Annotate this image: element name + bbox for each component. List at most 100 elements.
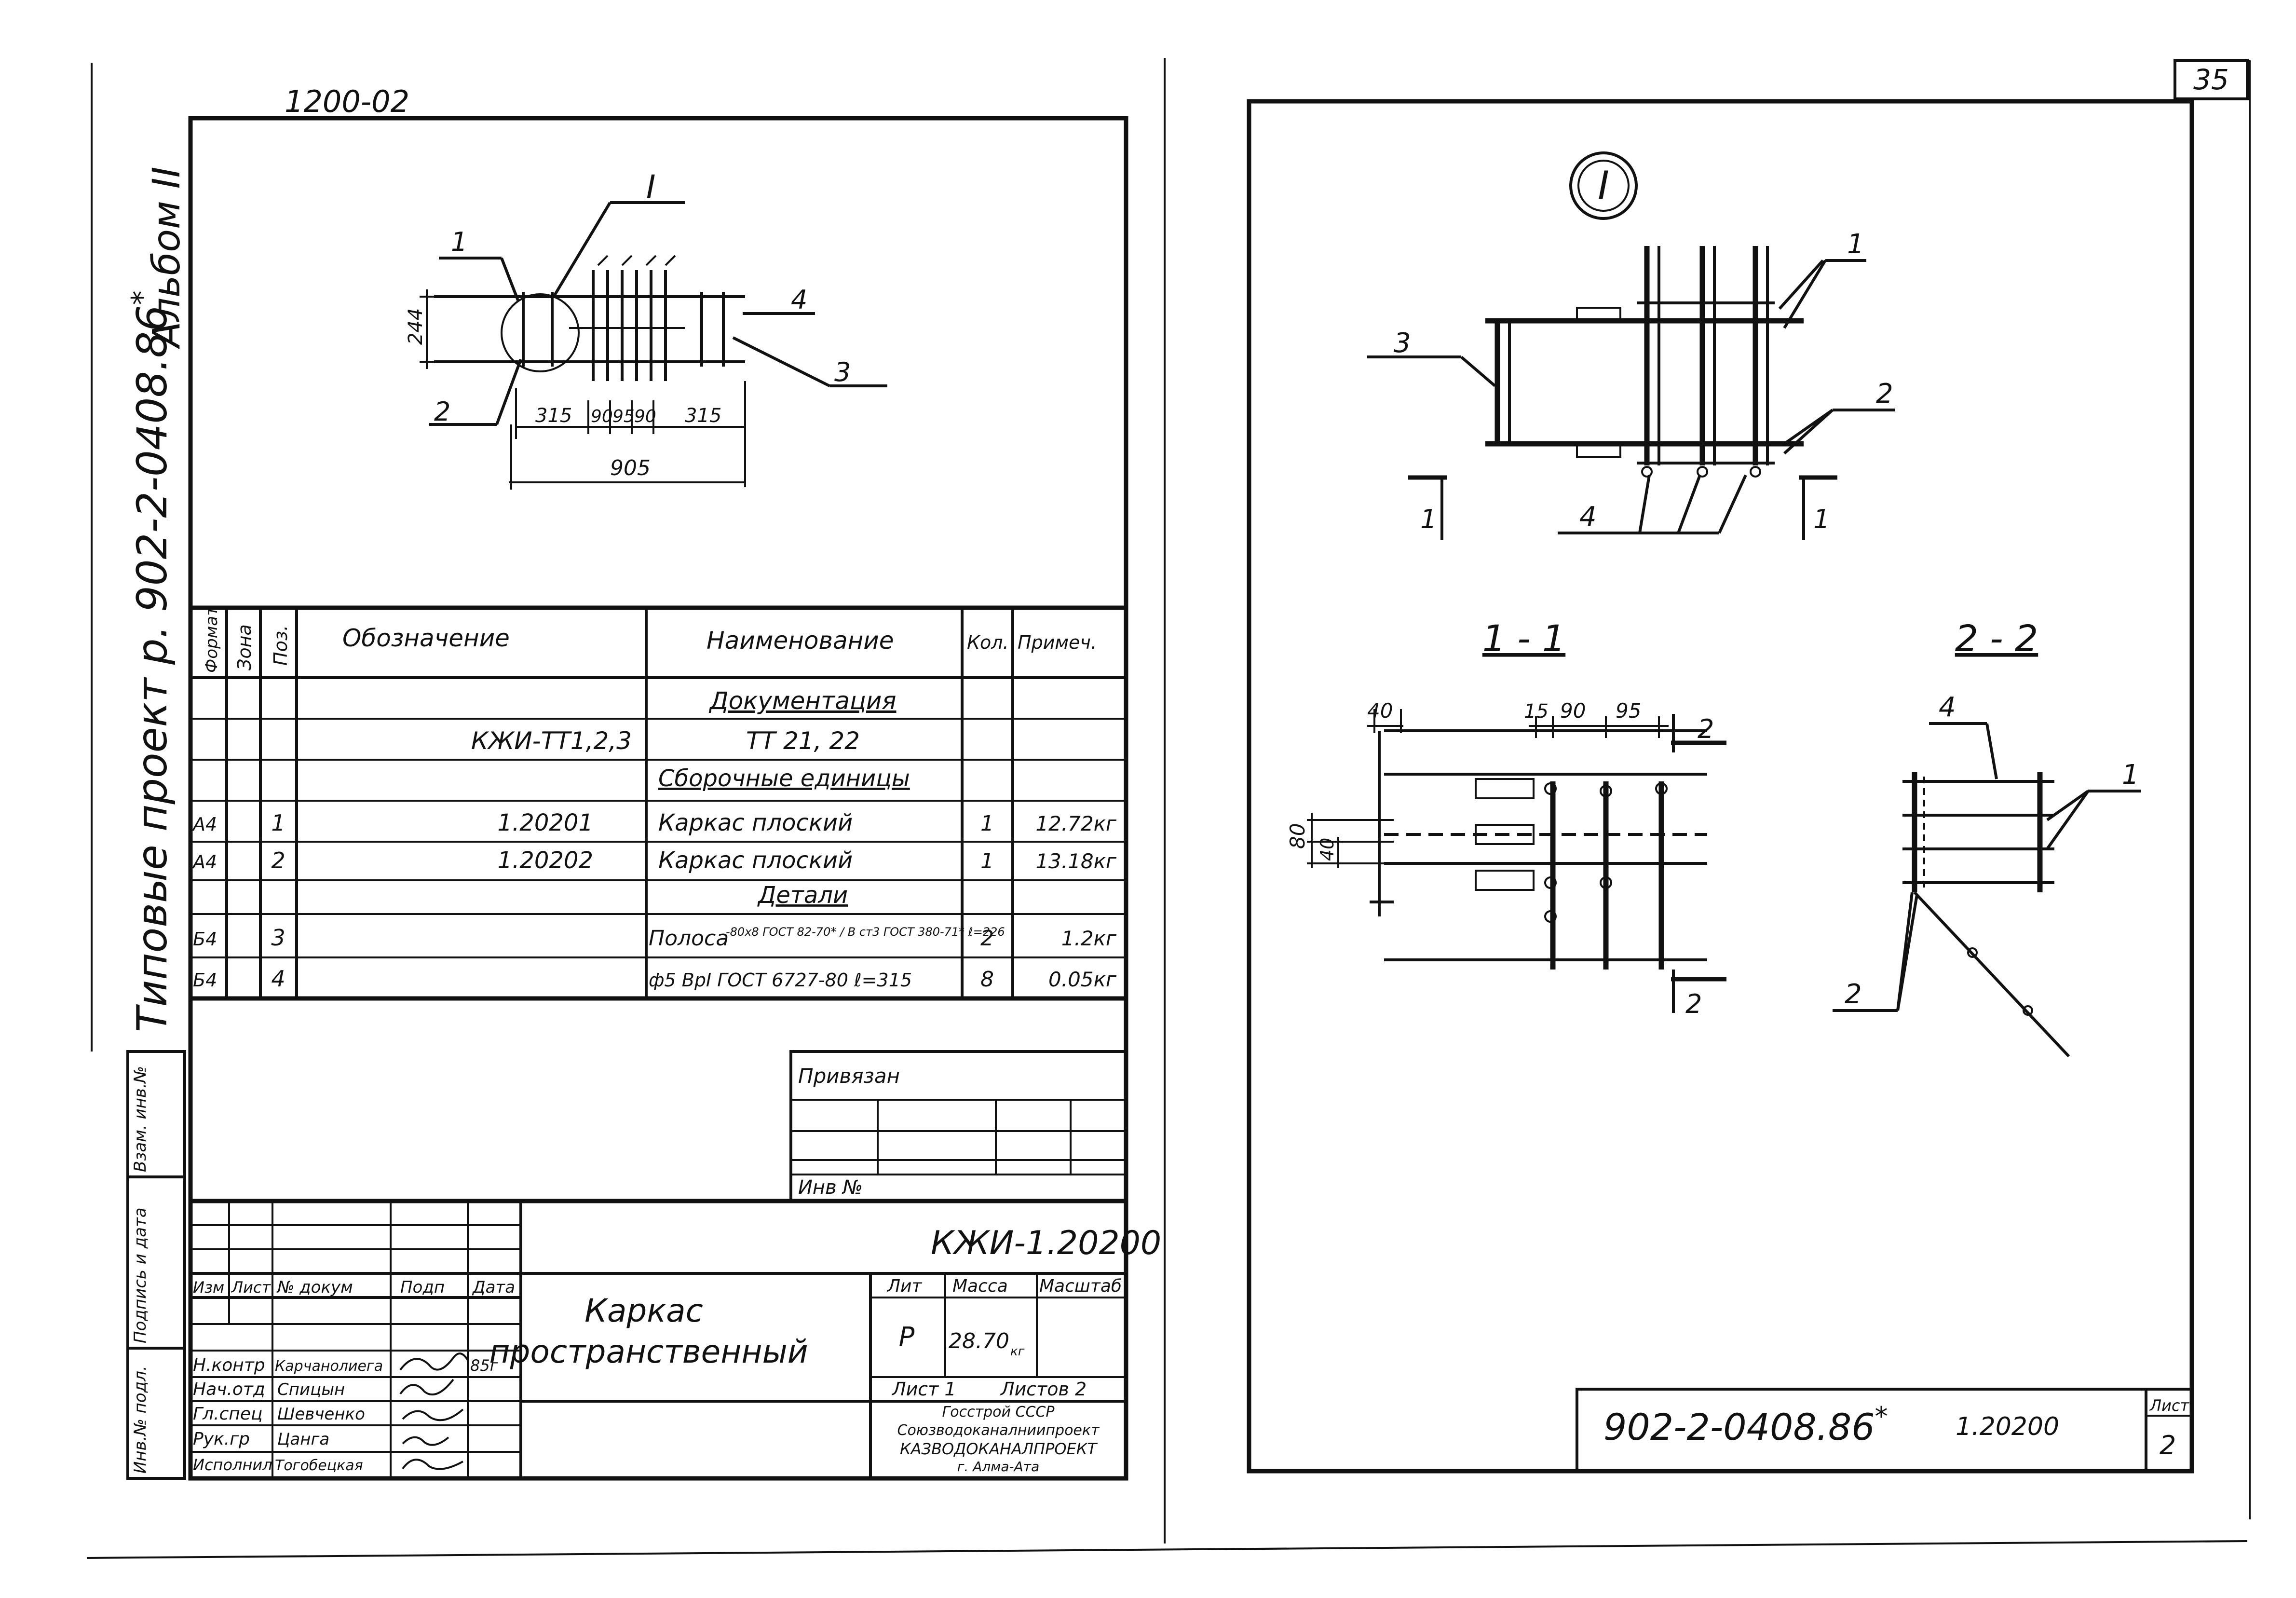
tb-person-3-name: Шевченко xyxy=(277,1405,365,1424)
tb-name-line1: Каркас xyxy=(584,1292,703,1329)
spec-row-5: А4 2 1.20202 Каркас плоский 1 13.18кг xyxy=(191,847,1117,874)
tb-masshtab-label: Масштаб xyxy=(1039,1276,1122,1296)
sec22-pos-1: 1 xyxy=(2122,759,2139,791)
plan-pos-2: 2 xyxy=(434,396,450,427)
sec22-pos-2: 2 xyxy=(1845,979,1862,1010)
spec-row-6-name: Детали xyxy=(757,882,848,909)
page-number-box xyxy=(2174,59,2249,100)
plan-dim-1: 315 xyxy=(535,405,572,427)
spec-row-5-qty: 1 xyxy=(980,849,994,874)
tb-person-5-role: Исполнил xyxy=(193,1456,272,1474)
spec-row-8-note: 0.05кг xyxy=(1048,968,1117,991)
spec-header-format: Формат xyxy=(202,606,221,673)
tb-code: КЖИ-1.20200 xyxy=(931,1224,1161,1262)
plan-pos-1: 1 xyxy=(451,227,467,257)
cut-left-label: 1 xyxy=(1420,504,1437,534)
spec-header-pos: Поз. xyxy=(270,625,291,666)
album-label: Альбом II xyxy=(145,166,189,350)
plan-dim-4: 90 xyxy=(634,407,656,426)
tb-person-1-role: Н.контр xyxy=(193,1355,265,1375)
spec-row-5-pos: 2 xyxy=(271,847,285,874)
spec-row-1: Документация xyxy=(709,687,897,715)
sec11-dim-c: 90 xyxy=(1560,699,1586,723)
spec-row-4-pos: 1 xyxy=(271,810,285,836)
stamp-code: 902-2-0408.86* xyxy=(1603,1401,1888,1448)
plan-dim-height: 244 xyxy=(405,308,427,345)
tb-person-1-date: 85г xyxy=(470,1356,498,1375)
spec-row-7: Б4 3 Полоса -80х8 ГОСТ 82-70* / В ст3 ГО… xyxy=(193,925,1117,951)
tb-massa-unit: кг xyxy=(1010,1344,1025,1359)
spec-row-3-name: Сборочные единицы xyxy=(658,765,910,792)
tb-header-docum: № докум xyxy=(276,1278,353,1297)
sec11-dim-f: 40 xyxy=(1317,838,1338,861)
plan-node-label: I xyxy=(646,168,655,205)
tb-header-data: Дата xyxy=(472,1278,515,1297)
spec-row-4-designation: 1.20201 xyxy=(498,809,594,836)
spec-row-5-format: А4 xyxy=(191,851,217,873)
privyazan-block: Привязан Инв № xyxy=(789,1050,1128,1202)
signatures xyxy=(399,1352,469,1470)
tb-header-podp: Подп xyxy=(400,1278,445,1297)
page-number: 35 xyxy=(2193,63,2229,96)
plan-pos-3: 3 xyxy=(834,357,851,387)
spec-row-7-name: Полоса xyxy=(649,926,729,951)
spec-row-6: Детали xyxy=(757,882,848,909)
spec-row-8-format: Б4 xyxy=(193,970,217,991)
spec-row-4-name: Каркас плоский xyxy=(658,809,853,836)
left-frame xyxy=(188,116,1128,1481)
spec-row-7-pos: 3 xyxy=(271,925,285,951)
spec-row-7-note: 1.2кг xyxy=(1061,927,1117,950)
stamp-sub: 1.20200 xyxy=(1956,1412,2059,1441)
spec-row-2: КЖИ-ТТ1,2,3 ТТ 21, 22 xyxy=(471,727,860,755)
tb-person-4-role: Рук.гр xyxy=(193,1429,250,1449)
spec-row-5-note: 13.18кг xyxy=(1035,849,1117,873)
sec11-dim-d: 95 xyxy=(1616,699,1641,723)
spec-row-2-name: ТТ 21, 22 xyxy=(746,727,860,755)
detail-pos-3: 3 xyxy=(1394,328,1411,359)
spec-row-8: Б4 4 ф5 ВрI ГОСТ 6727-80 ℓ=315 8 0.05кг xyxy=(193,966,1117,992)
stamp-list: 2 xyxy=(2160,1430,2176,1461)
tb-lit-label: Лит xyxy=(886,1276,922,1296)
tb-header-list: Лист xyxy=(231,1278,271,1297)
spec-header-note: Примеч. xyxy=(1018,632,1097,653)
plan-dim-2: 90 xyxy=(591,407,613,426)
spec-row-8-name: ф5 ВрI ГОСТ 6727-80 ℓ=315 xyxy=(649,970,912,991)
tb-org-4: г. Алма-Ата xyxy=(957,1459,1040,1475)
side-podpis-data: Подпись и дата xyxy=(131,1207,150,1343)
tb-org-1: Госстрой СССР xyxy=(942,1404,1055,1420)
left-sheet: 1200-02 Альбом II Типовые проект р. 902-… xyxy=(125,84,1161,1481)
side-inv-podl: Инв.№ подл. xyxy=(131,1366,150,1474)
plan-dim-total: 905 xyxy=(610,456,651,480)
spec-row-1-name: Документация xyxy=(709,687,897,715)
tb-list: Лист 1 xyxy=(891,1379,956,1400)
tb-massa: 28.70 xyxy=(949,1329,1009,1353)
side-strip: Инв.№ подл. Подпись и дата Взам. инв.№ xyxy=(126,1050,186,1480)
spec-row-7-material: -80х8 ГОСТ 82-70* / В ст3 ГОСТ 380-71* ℓ… xyxy=(726,925,1005,939)
tb-listov: Листов 2 xyxy=(1000,1379,1087,1400)
sec11-dim-e: 80 xyxy=(1286,823,1309,849)
spec-row-7-qty: 2 xyxy=(980,926,994,951)
spec-header-name: Наименование xyxy=(706,627,894,655)
left-top-code: 1200-02 xyxy=(285,84,409,119)
section-22-title: 2 - 2 xyxy=(1955,617,2038,660)
sec11-cut-bottom: 2 xyxy=(1685,989,1702,1019)
spec-header-designation: Обозначение xyxy=(342,624,510,652)
plan-dim-5: 315 xyxy=(685,405,721,427)
tb-person-1-name: Карчанолиега xyxy=(275,1358,383,1375)
node-label: I xyxy=(1598,163,1609,208)
tb-person-5-name: Тогобецкая xyxy=(275,1457,363,1474)
sec22-pos-4: 4 xyxy=(1939,692,1956,723)
tb-name-line2: пространственный xyxy=(489,1333,808,1370)
sec11-dim-b: 15 xyxy=(1524,700,1549,723)
spec-row-4-format: А4 xyxy=(191,814,217,835)
privyazan-label: Привязан xyxy=(798,1064,900,1088)
title-block: Изм Лист № докум Подп Дата Н.контр Карча… xyxy=(190,1199,1161,1478)
spec-row-5-name: Каркас плоский xyxy=(658,847,853,874)
tb-person-2-name: Спицын xyxy=(277,1380,345,1399)
right-frame xyxy=(1247,99,2194,1474)
section-2-2: 2 - 2 4 1 2 xyxy=(1833,617,2141,1058)
stamp-list-label: Лист xyxy=(2149,1396,2189,1415)
tb-person-2-role: Нач.отд xyxy=(193,1379,265,1399)
spec-row-5-designation: 1.20202 xyxy=(498,847,594,874)
